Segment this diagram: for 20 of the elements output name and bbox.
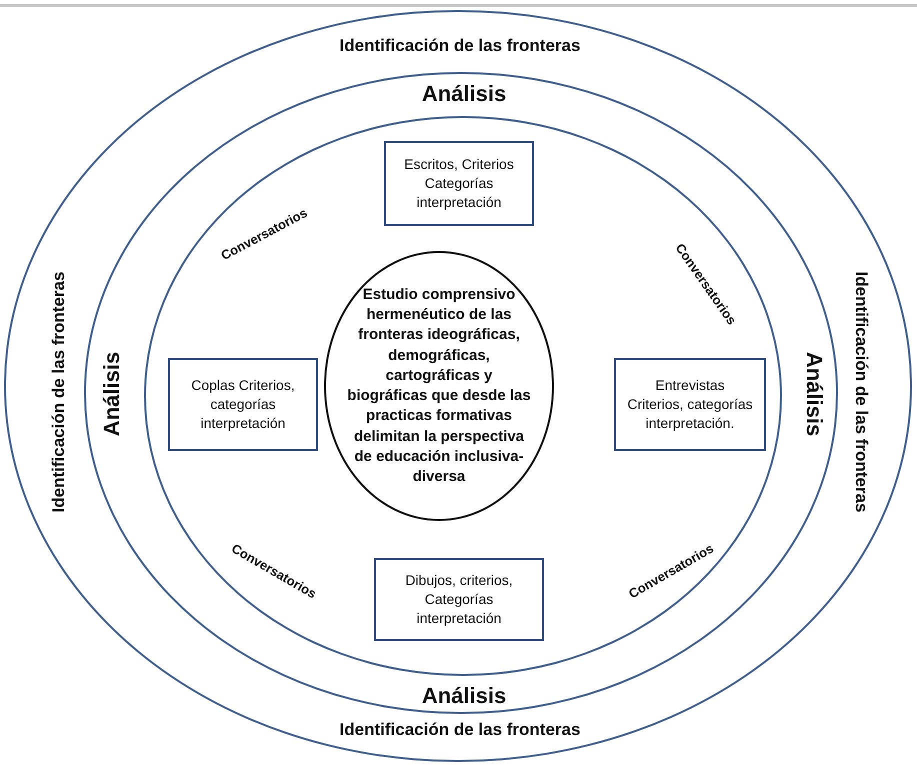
ring-label: Análisis [801, 352, 827, 436]
ring-label: Análisis [99, 352, 125, 436]
node-text: Estudio comprensivo hermenéutico de las fronteras ideográficas, demográficas, cartográficas y biográficas que desde las practicas formativas delimitan la perspectiva de educación inclusiva-diversa [346, 284, 532, 487]
node-text: Dibujos, criterios, Categorías interpretación [404, 571, 514, 628]
node-text: Coplas Criterios, categorías interpretación [190, 376, 296, 433]
ellipse-band [144, 116, 782, 676]
text-box [168, 358, 318, 451]
ring-label: Análisis [422, 81, 506, 107]
ellipse-band [4, 10, 912, 762]
ellipse-band [84, 72, 838, 714]
text-box [374, 558, 544, 641]
ring-label: Identificación de las fronteras [851, 272, 871, 512]
text-box [384, 141, 534, 226]
node-text: Escritos, Criterios Categorías interpretación [403, 155, 515, 212]
node-text: Entrevistas Criterios, categorías interpretación. [626, 376, 754, 433]
ring-label: Identificación de las fronteras [340, 36, 580, 56]
ring-label: Análisis [422, 683, 506, 709]
text-box [614, 358, 766, 451]
ring-label: Identificación de las fronteras [340, 720, 580, 740]
ring-label: Identificación de las fronteras [49, 272, 69, 512]
